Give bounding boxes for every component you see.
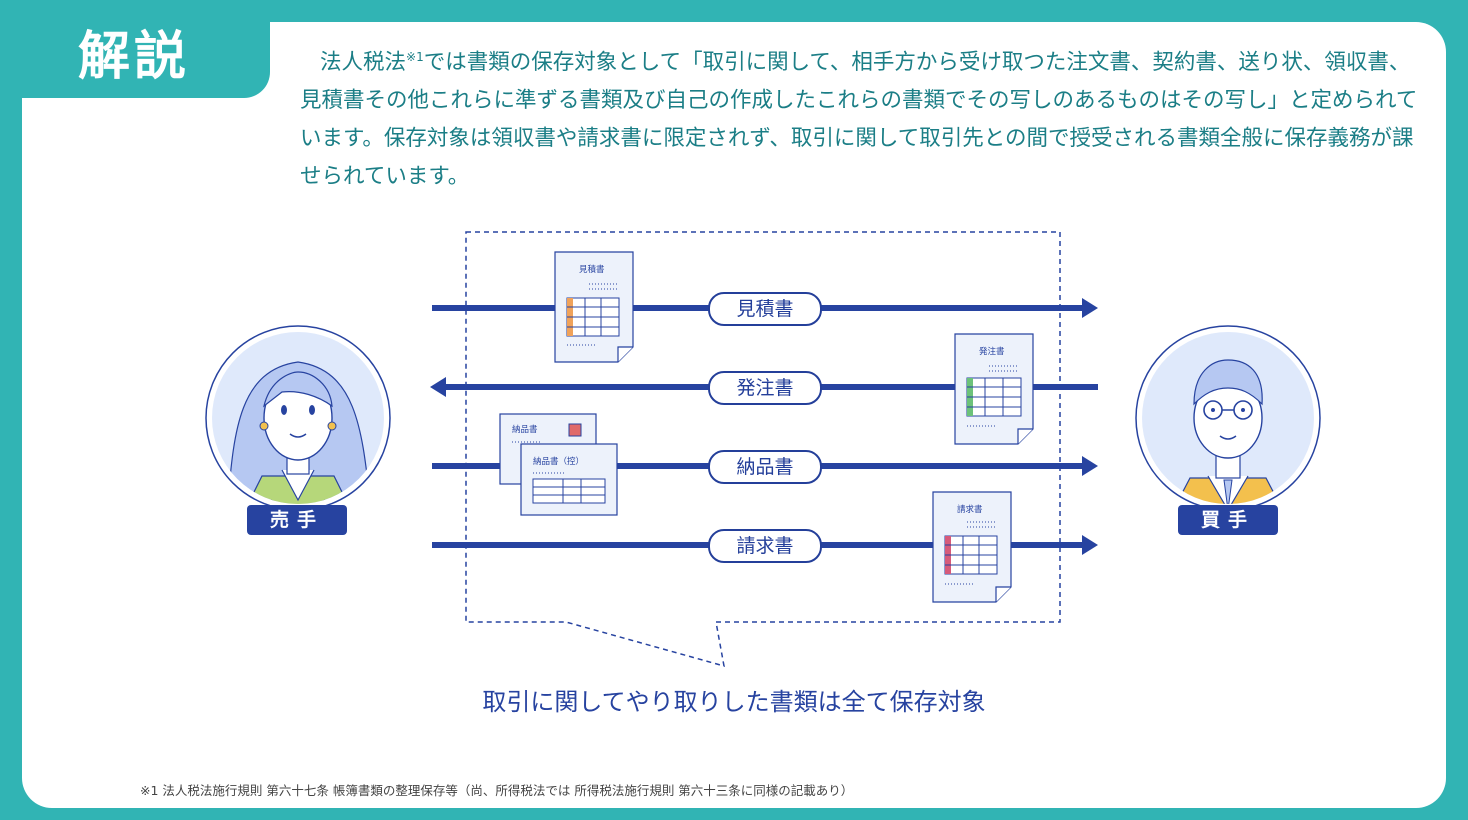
footnote: ※1 法人税法施行規則 第六十七条 帳簿書類の整理保存等（尚、所得税法では 所得… (140, 783, 854, 798)
svg-text:納品書: 納品書 (512, 424, 538, 435)
doc-order-icon: 発注書 (954, 333, 1034, 445)
buyer-avatar-icon (1135, 325, 1321, 511)
svg-text:見積書: 見積書 (579, 264, 605, 275)
diagram-caption: 取引に関してやり取りした書類は全て保存対象 (482, 688, 986, 716)
seller-avatar-icon (205, 325, 391, 511)
svg-text:発注書: 発注書 (979, 346, 1005, 357)
doc-delivery-copy-icon: 納品書（控） (520, 443, 618, 516)
footnote-mark: ※1 (406, 50, 424, 64)
seller-label: 売手 (247, 505, 347, 535)
intro-paragraph: 法人税法※1では書類の保存対象として「取引に関して、相手方から受け取つた注文書、… (300, 44, 1425, 196)
buyer-label: 買手 (1178, 505, 1278, 535)
svg-text:請求書: 請求書 (957, 504, 983, 515)
intro-body: では書類の保存対象として「取引に関して、相手方から受け取つた注文書、契約書、送り… (300, 50, 1418, 189)
doc-invoice-icon: 請求書 (932, 491, 1012, 603)
flow-label-invoice: 請求書 (708, 529, 822, 563)
page-title: 解説 (78, 27, 191, 87)
scope-callout (465, 231, 1061, 668)
flow-label-estimate: 見積書 (708, 292, 822, 326)
flow-label-order: 発注書 (708, 371, 822, 405)
title-tab (0, 0, 270, 98)
svg-text:納品書（控）: 納品書（控） (533, 456, 584, 467)
doc-estimate-icon: 見積書 (554, 251, 634, 363)
flow-label-delivery: 納品書 (708, 450, 822, 484)
intro-lead: 法人税法 (320, 50, 407, 75)
